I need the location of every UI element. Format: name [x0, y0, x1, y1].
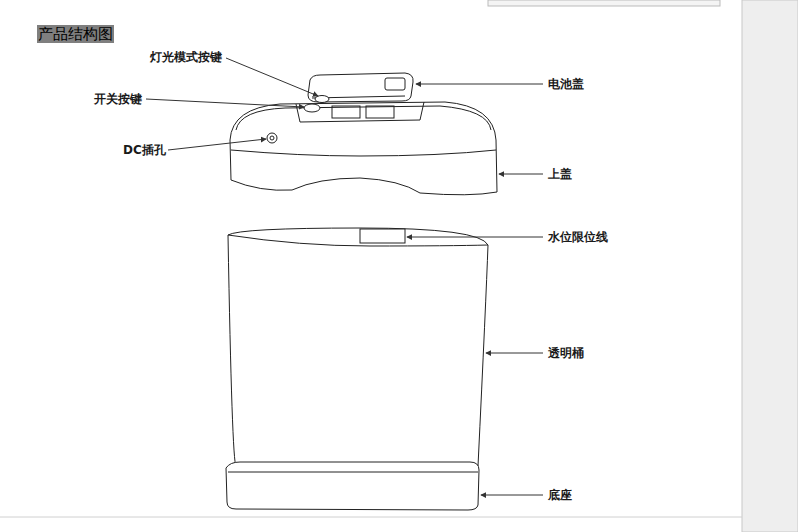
- part-label: 水位限位线: [548, 230, 608, 244]
- leader-line: [416, 84, 543, 85]
- battery-cover: [308, 73, 413, 102]
- leader-line: [486, 353, 543, 354]
- leader-line: [226, 58, 318, 96]
- battery-slot: [366, 106, 394, 118]
- part-label: 灯光模式按键: [150, 50, 222, 64]
- toolbar-strip: [488, 0, 720, 6]
- part-label: 电池盖: [548, 77, 584, 91]
- part-label: 开关按键: [94, 92, 142, 106]
- upper-lid-seam: [231, 150, 496, 156]
- mode-button: [315, 96, 329, 103]
- battery-slot: [332, 106, 360, 118]
- side-panel: [742, 0, 798, 532]
- leader-line: [407, 237, 543, 238]
- base-edge: [228, 472, 478, 473]
- base-body: [226, 462, 479, 510]
- part-label: 上盖: [548, 167, 572, 181]
- bucket-body: [228, 228, 488, 466]
- page-rule: [0, 517, 742, 518]
- leader-lines: [146, 58, 543, 495]
- upper-lid-body: [230, 102, 497, 195]
- base: [226, 462, 479, 510]
- transparent-bucket: [228, 228, 488, 466]
- part-label: 底座: [548, 488, 572, 502]
- power-button: [304, 104, 320, 112]
- leader-line: [146, 99, 304, 107]
- leader-line: [168, 139, 266, 150]
- dc-jack: [267, 133, 277, 143]
- upper-lid-top: [236, 106, 491, 130]
- leader-line: [499, 174, 543, 175]
- leader-line: [481, 495, 543, 496]
- upper-lid: [230, 96, 497, 195]
- figure-title: 产品结构图: [37, 25, 114, 43]
- part-label: DC插孔: [123, 143, 166, 157]
- battery-cover-latch: [385, 78, 405, 90]
- water-limit-mark: [360, 229, 405, 243]
- battery-cover-body: [308, 73, 413, 102]
- part-label: 透明桶: [548, 346, 584, 360]
- dc-jack-pin: [270, 136, 274, 140]
- battery-bay: [296, 102, 424, 122]
